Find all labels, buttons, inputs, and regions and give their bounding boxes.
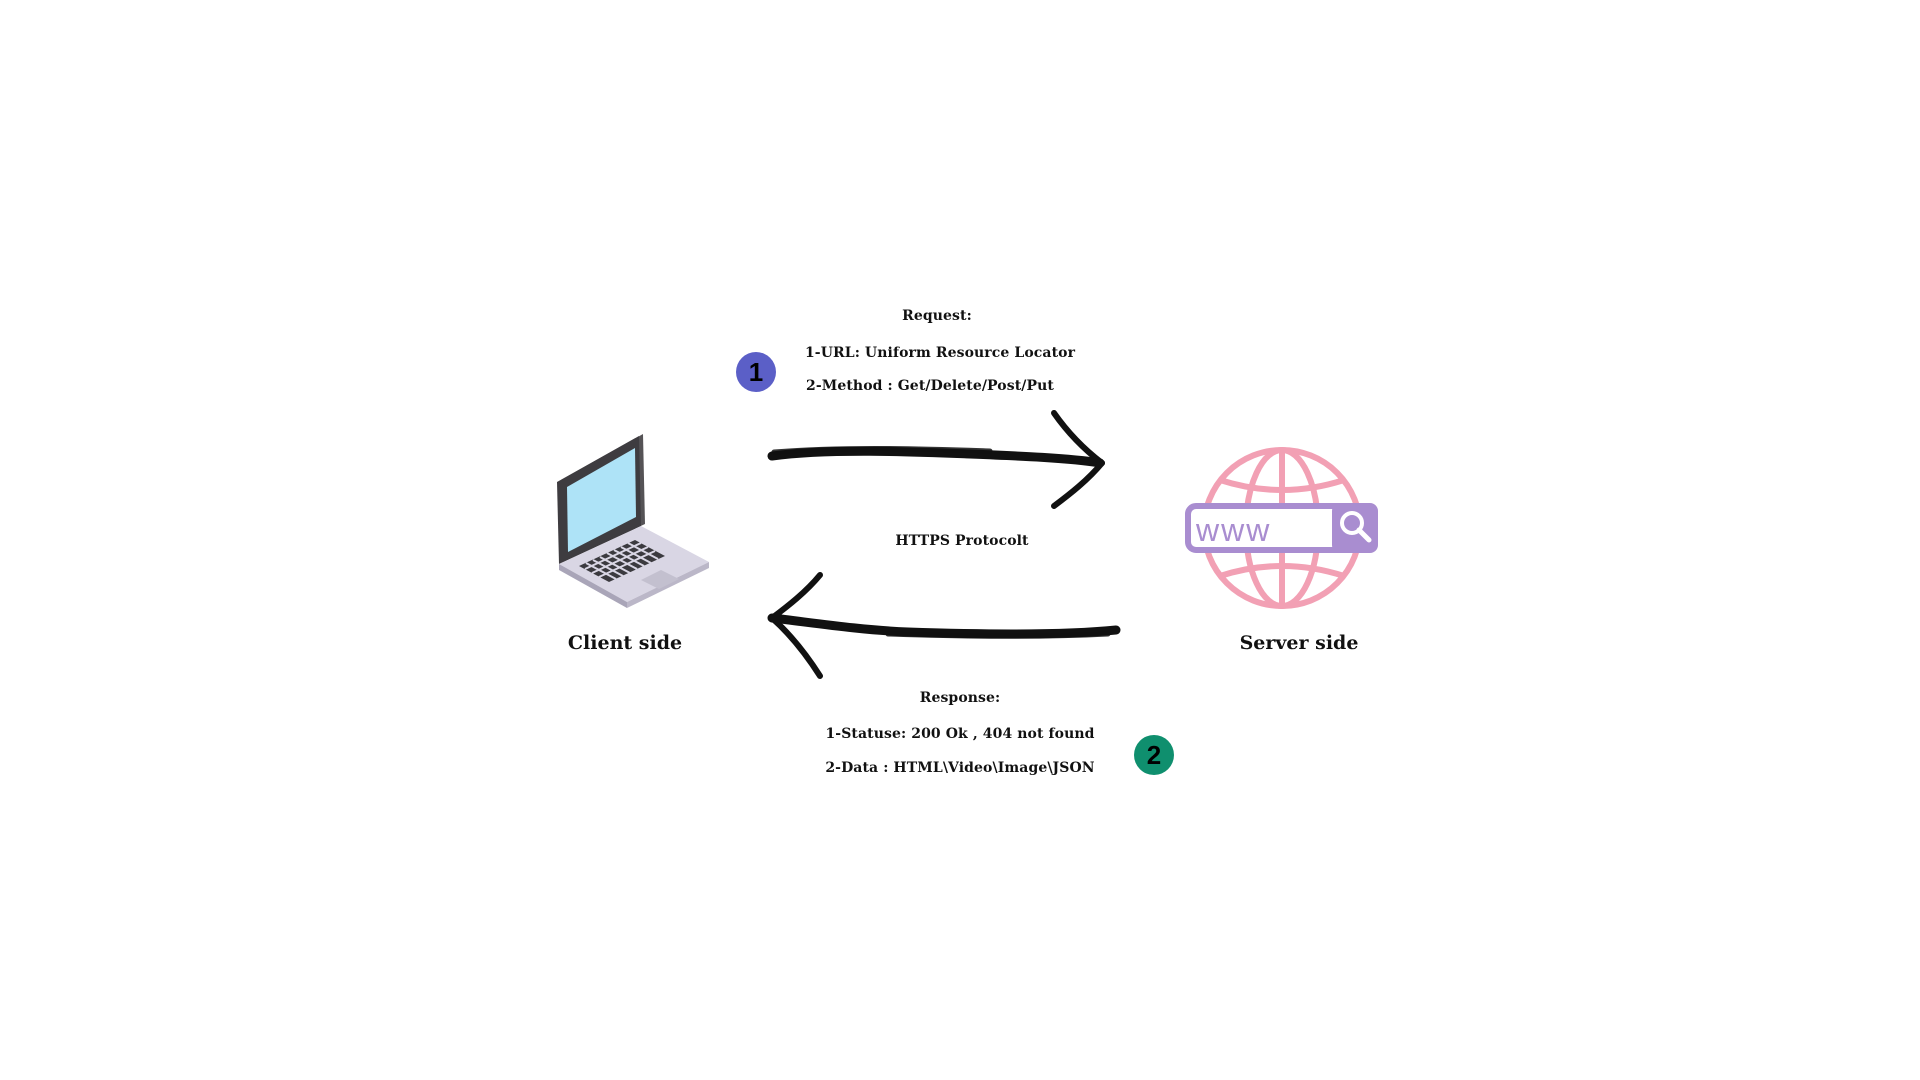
response-status-item: 1-Statuse: 200 Ok , 404 not found xyxy=(825,726,1095,742)
request-arrow xyxy=(767,410,1105,509)
protocol-label: HTTPS Protocolt xyxy=(895,533,1029,549)
client-side-label: Client side xyxy=(567,632,683,654)
response-title: Response: xyxy=(919,690,1001,706)
step-1-number: 1 xyxy=(748,356,764,387)
search-bar-www-text: www xyxy=(1195,512,1271,548)
step-1-badge: 1 xyxy=(736,352,776,392)
laptop-icon xyxy=(557,434,709,608)
globe-www-icon: www xyxy=(1185,447,1378,609)
request-method-item: 2-Method : Get/Delete/Post/Put xyxy=(806,378,1054,394)
step-2-number: 2 xyxy=(1146,739,1162,770)
step-2-badge: 2 xyxy=(1134,735,1174,775)
server-side-label: Server side xyxy=(1239,632,1359,654)
response-data-item: 2-Data : HTML\Video\Image\JSON xyxy=(825,760,1095,776)
request-title: Request: xyxy=(902,308,972,324)
request-url-item: 1-URL: Uniform Resource Locator xyxy=(804,345,1076,361)
response-arrow xyxy=(767,572,1121,679)
